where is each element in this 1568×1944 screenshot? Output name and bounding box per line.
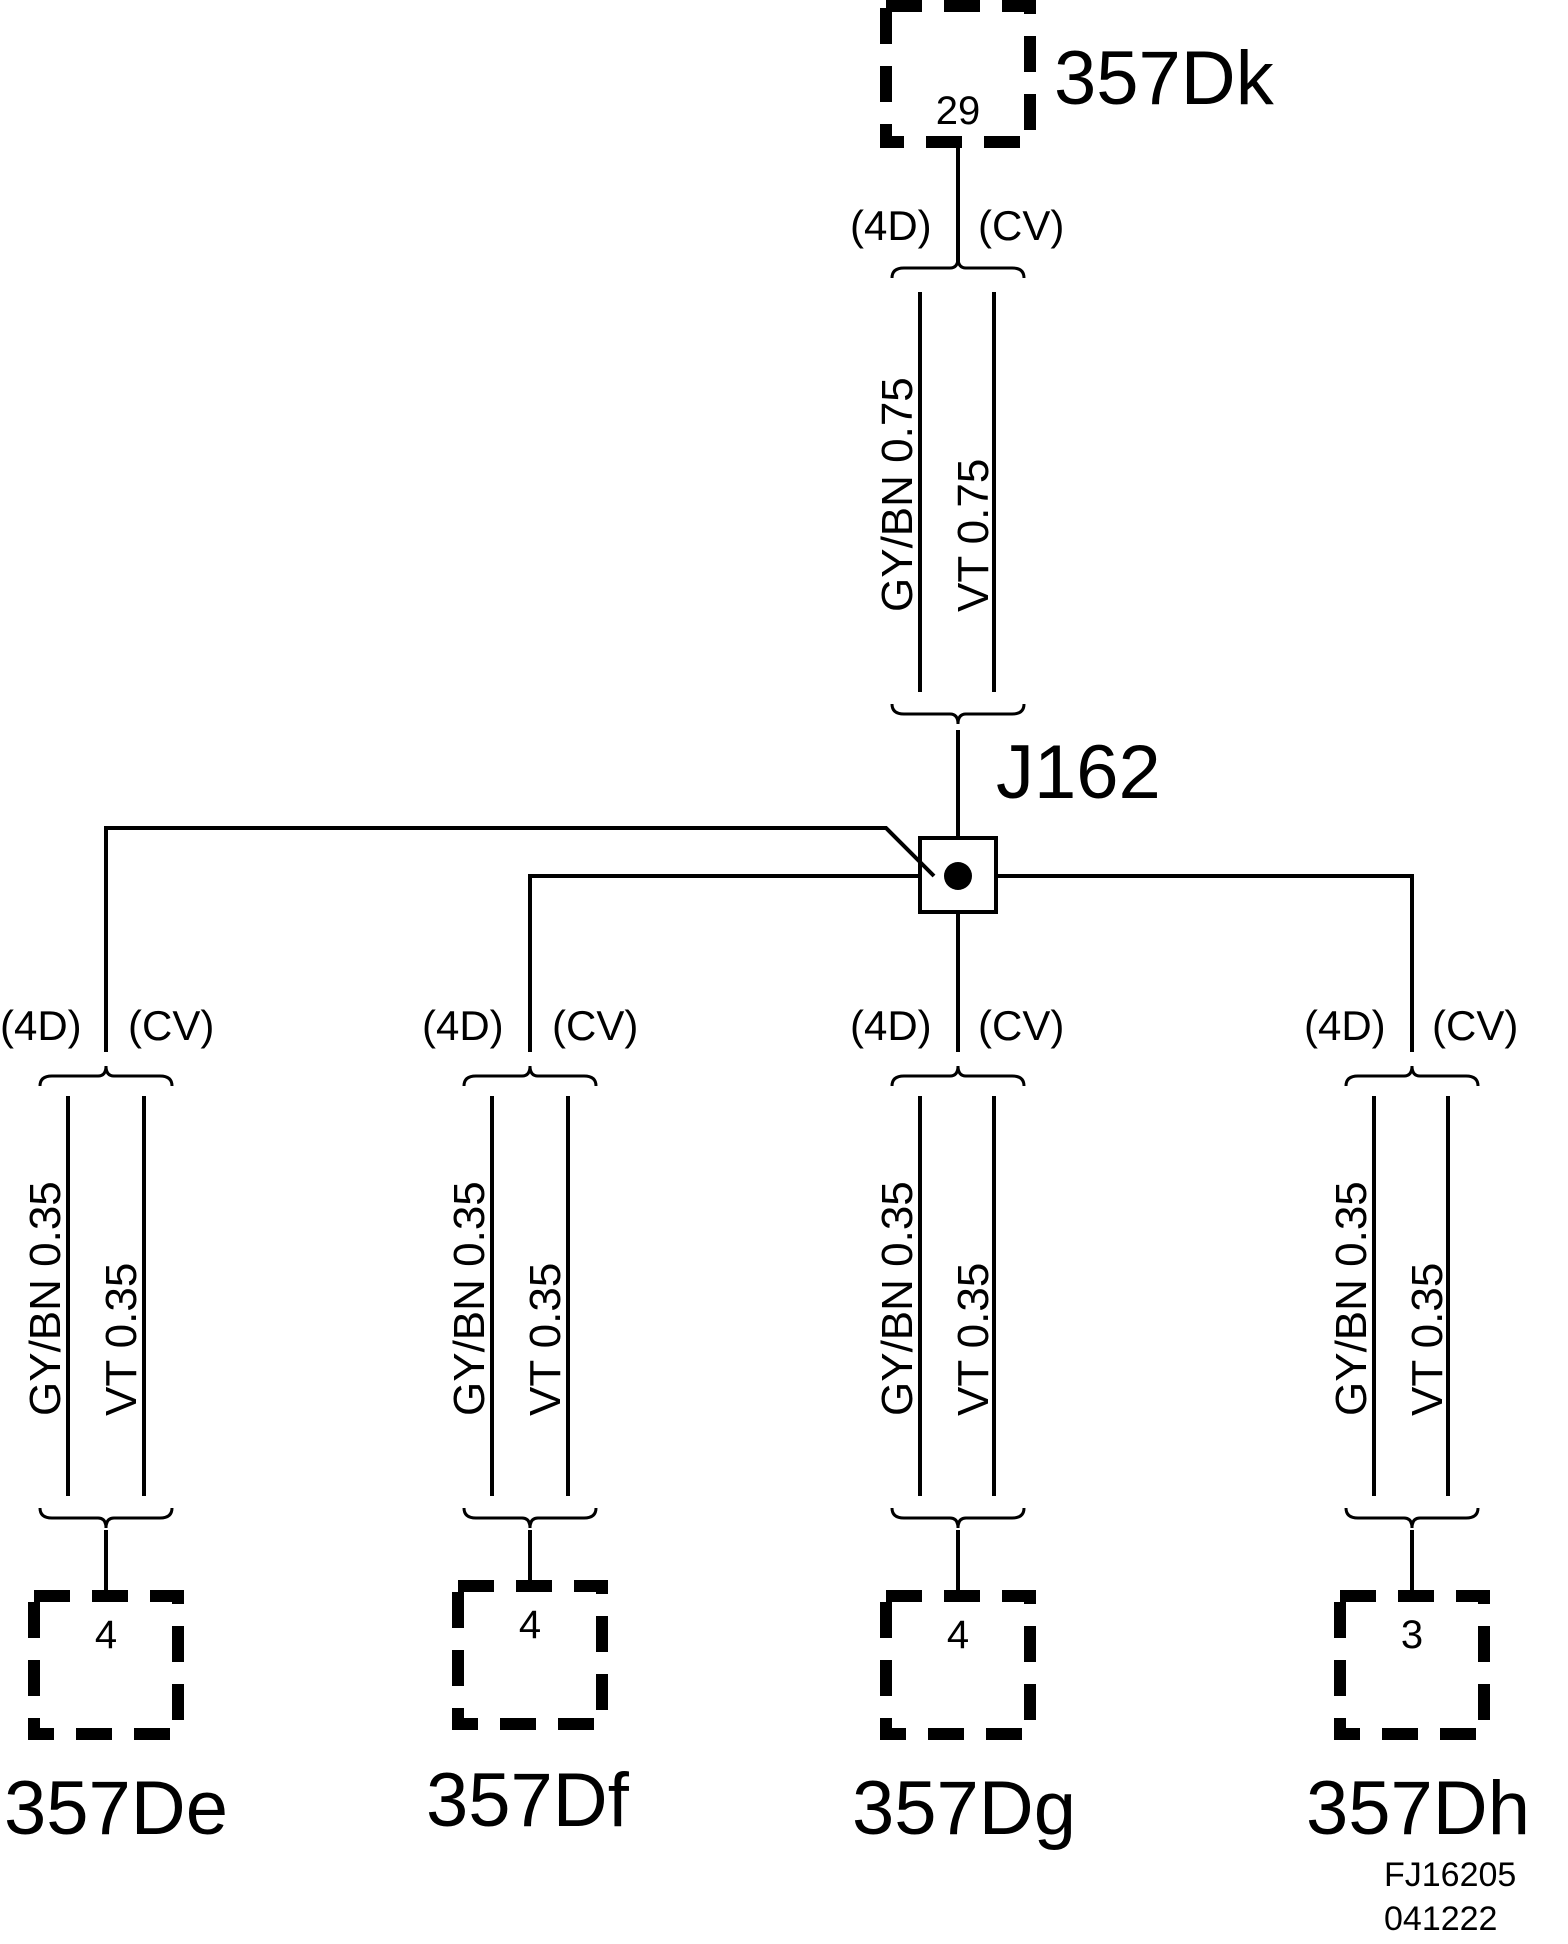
branch-3-left-tag: (4D) bbox=[850, 1002, 932, 1049]
branch-4-brace-bottom bbox=[1344, 1507, 1480, 1529]
branch-3-wire-gybn-label: GY/BN 0.35 bbox=[873, 1181, 922, 1416]
branch-1-brace-bottom bbox=[38, 1507, 174, 1529]
branch-357de: (4D) (CV) GY/BN 0.35 VT 0.35 4 357De bbox=[0, 1002, 228, 1851]
branch-2-brace-top bbox=[462, 1065, 598, 1087]
branch-4-wire-gybn-label: GY/BN 0.35 bbox=[1327, 1181, 1376, 1416]
connector-357dh-label: 357Dh bbox=[1306, 1766, 1530, 1851]
connector-357df-pin: 4 bbox=[519, 1603, 541, 1647]
branch-4-right-tag: (CV) bbox=[1432, 1002, 1518, 1049]
top-wire-gybn-label: GY/BN 0.75 bbox=[873, 377, 922, 612]
branch-2-right-tag: (CV) bbox=[552, 1002, 638, 1049]
connector-357df-label: 357Df bbox=[426, 1758, 630, 1843]
connector-357dh[interactable]: 3 bbox=[1334, 1590, 1490, 1740]
branch-3-brace-top bbox=[890, 1065, 1026, 1087]
branch-2-left-tag: (4D) bbox=[422, 1002, 504, 1049]
branch-3-wire-vt-label: VT 0.35 bbox=[949, 1263, 998, 1416]
connector-357dg-label: 357Dg bbox=[852, 1766, 1076, 1851]
connector-357de-pin: 4 bbox=[95, 1613, 117, 1657]
branch-357dg: (4D) (CV) GY/BN 0.35 VT 0.35 4 357Dg bbox=[850, 1002, 1076, 1851]
connector-357df[interactable]: 4 bbox=[452, 1580, 608, 1730]
branch-357dh: (4D) (CV) GY/BN 0.35 VT 0.35 3 357Dh bbox=[1304, 1002, 1530, 1851]
branch-1-brace-top bbox=[38, 1065, 174, 1087]
branch-1-wire-gybn-label: GY/BN 0.35 bbox=[21, 1181, 70, 1416]
connector-357de-box bbox=[28, 1590, 184, 1740]
connector-357dg[interactable]: 4 bbox=[880, 1590, 1036, 1740]
top-connector[interactable]: 29 bbox=[880, 0, 1036, 148]
connector-357dg-box bbox=[880, 1590, 1036, 1740]
top-wire-vt-label: VT 0.75 bbox=[949, 459, 998, 612]
branch-4-left-tag: (4D) bbox=[1304, 1002, 1386, 1049]
branch-2-brace-bottom bbox=[462, 1507, 598, 1529]
top-bundle-brace-bottom bbox=[890, 703, 1026, 725]
connector-357de-label: 357De bbox=[4, 1766, 228, 1851]
branch-1-left-tag: (4D) bbox=[0, 1002, 82, 1049]
branch-3-right-tag: (CV) bbox=[978, 1002, 1064, 1049]
branch-2-feed-wire bbox=[528, 874, 920, 1052]
branch-1-right-tag: (CV) bbox=[128, 1002, 214, 1049]
reference-code-line1: FJ16205 bbox=[1384, 1856, 1516, 1894]
connector-357dh-box bbox=[1334, 1590, 1490, 1740]
branch-2-wire-vt-label: VT 0.35 bbox=[521, 1263, 570, 1416]
branch-2-wire-gybn-label: GY/BN 0.35 bbox=[445, 1181, 494, 1416]
branch-4-feed-wire bbox=[996, 874, 1414, 1052]
branch-357df: (4D) (CV) GY/BN 0.35 VT 0.35 4 357Df bbox=[422, 1002, 638, 1843]
branch-4-brace-top bbox=[1344, 1065, 1480, 1087]
top-connector-pin: 29 bbox=[936, 89, 981, 133]
connector-357dg-pin: 4 bbox=[947, 1613, 969, 1657]
connector-357de[interactable]: 4 bbox=[28, 1590, 184, 1740]
top-bundle-brace-top bbox=[890, 257, 1026, 279]
splice-dot bbox=[944, 862, 972, 890]
top-bundle-left-tag: (4D) bbox=[850, 202, 932, 249]
splice-label: J162 bbox=[996, 730, 1161, 815]
reference-code-line2: 041222 bbox=[1384, 1900, 1497, 1938]
connector-357df-box bbox=[452, 1580, 608, 1730]
branch-3-brace-bottom bbox=[890, 1507, 1026, 1529]
branch-1-feed-wire bbox=[104, 826, 936, 1052]
branch-4-wire-vt-label: VT 0.35 bbox=[1403, 1263, 1452, 1416]
branch-1-wire-vt-label: VT 0.35 bbox=[97, 1263, 146, 1416]
connector-357dh-pin: 3 bbox=[1401, 1613, 1423, 1657]
top-bundle-right-tag: (CV) bbox=[978, 202, 1064, 249]
top-connector-label: 357Dk bbox=[1054, 36, 1275, 121]
